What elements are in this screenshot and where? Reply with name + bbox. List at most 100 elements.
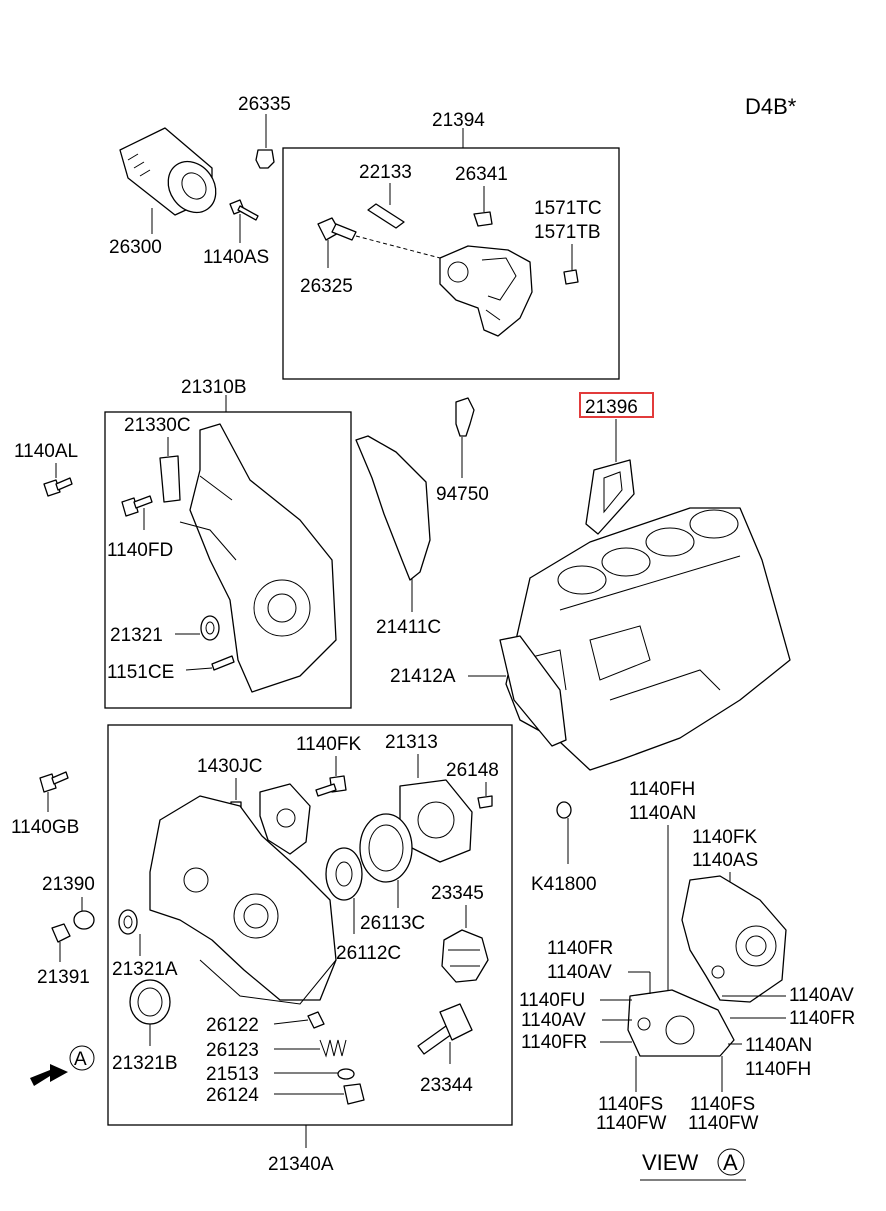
cylinder-block[interactable] <box>505 507 791 771</box>
label-26122: 26122 <box>206 1015 259 1036</box>
label-21513: 21513 <box>206 1064 259 1085</box>
label-21396[interactable]: 21396 <box>585 397 638 418</box>
label-26300: 26300 <box>109 237 162 258</box>
seal-21321[interactable] <box>200 615 220 641</box>
gear-23345[interactable] <box>441 929 489 983</box>
label-26123: 26123 <box>206 1040 259 1061</box>
label-view-1140FH-right: 1140FH <box>745 1059 811 1080</box>
view-letter-circle <box>717 1148 745 1176</box>
label-21321: 21321 <box>110 625 163 646</box>
label-view-1140FU: 1140FU <box>519 990 585 1011</box>
label-A: A <box>74 1049 87 1070</box>
bolt-26325[interactable] <box>317 217 357 241</box>
label-21391: 21391 <box>37 967 90 988</box>
plug-26341[interactable] <box>473 211 493 227</box>
gasket-21396[interactable] <box>585 459 635 535</box>
label-1140FD: 1140FD <box>107 540 173 561</box>
outer-rotor-26113c[interactable] <box>359 813 413 883</box>
plug-21391[interactable] <box>51 923 71 943</box>
label-21310B: 21310B <box>181 377 247 398</box>
label-1140AS: 1140AS <box>203 247 269 268</box>
view-a-marker <box>69 1045 95 1071</box>
label-view-1140FW-a: 1140FW <box>596 1113 666 1134</box>
view-a-front-case[interactable] <box>627 875 787 1057</box>
washer-21513[interactable] <box>337 1068 355 1080</box>
label-view-1140FH-top: 1140FH <box>629 779 695 800</box>
shaft-23344[interactable] <box>417 1003 473 1055</box>
timing-cover-21310b[interactable] <box>179 423 337 693</box>
gasket-21412a[interactable] <box>499 635 567 747</box>
bolt-1140fk[interactable] <box>315 775 347 797</box>
pin-22133[interactable] <box>367 203 405 229</box>
label-view-1140FS-b: 1140FS <box>690 1094 755 1115</box>
bolt-1140fd[interactable] <box>121 495 153 517</box>
inner-rotor-26112c[interactable] <box>325 847 363 901</box>
label-1571TC: 1571TC <box>534 198 602 219</box>
label-1151CE: 1151CE <box>107 662 174 683</box>
view-letter: A <box>723 1150 738 1175</box>
timing-cover-group-frame <box>104 411 352 709</box>
seal-21321a[interactable] <box>118 909 138 935</box>
oil-pump-group-frame <box>282 147 620 380</box>
label-21411C: 21411C <box>376 617 441 638</box>
highlight-frame <box>579 392 654 418</box>
o-ring-21390[interactable] <box>73 910 95 930</box>
label-1140GB: 1140GB <box>11 817 79 838</box>
front-case-body[interactable] <box>149 795 337 1005</box>
label-view-1140AV-left: 1140AV <box>547 962 612 983</box>
label-26341: 26341 <box>455 164 508 185</box>
spring-26123[interactable] <box>319 1039 347 1058</box>
front-case-group-frame <box>107 724 513 1126</box>
label-21330C: 21330C <box>124 415 191 436</box>
stud-1151ce[interactable] <box>211 655 235 671</box>
oil-pressure-switch[interactable] <box>255 149 275 169</box>
label-view-1140FS-a: 1140FS <box>598 1094 663 1115</box>
label-21390: 21390 <box>42 874 95 895</box>
oil-filter[interactable] <box>119 127 226 222</box>
label-view-1140AN-right: 1140AN <box>745 1035 812 1056</box>
label-21412A: 21412A <box>390 666 456 687</box>
label-21340A: 21340A <box>268 1154 334 1175</box>
cover-plate[interactable] <box>259 783 311 855</box>
label-23344: 23344 <box>420 1075 473 1096</box>
label-view-1140AN-top: 1140AN <box>629 803 696 824</box>
label-view-1140FR-left2: 1140FR <box>521 1032 587 1053</box>
engine-code: D4B* <box>745 94 797 119</box>
view-a-arrow <box>30 1064 68 1086</box>
gasket-21411c[interactable] <box>355 435 431 581</box>
label-K41800: K41800 <box>531 874 597 895</box>
view-label: VIEW <box>642 1150 698 1175</box>
label-94750: 94750 <box>436 484 489 505</box>
label-26112C: 26112C <box>336 943 401 964</box>
label-1571TB: 1571TB <box>534 222 601 243</box>
label-23345: 23345 <box>431 883 484 904</box>
screw-26148[interactable] <box>477 795 493 809</box>
label-21313: 21313 <box>385 732 438 753</box>
bolt-1140as[interactable] <box>229 199 259 221</box>
label-22133: 22133 <box>359 162 412 183</box>
seal-21321b[interactable] <box>129 979 171 1025</box>
label-1140FK: 1140FK <box>296 734 361 755</box>
label-26124: 26124 <box>206 1085 259 1106</box>
plug-26122[interactable] <box>307 1011 325 1029</box>
label-1140AL: 1140AL <box>14 441 78 462</box>
oil-pump-body[interactable] <box>439 245 533 337</box>
bolt-1140gb[interactable] <box>39 771 69 793</box>
sensor-94750[interactable] <box>455 397 475 437</box>
label-1430JC: 1430JC <box>197 756 263 777</box>
bracket-21330c[interactable] <box>159 455 181 503</box>
label-view-1140FW-b: 1140FW <box>688 1113 758 1134</box>
seal-k41800[interactable] <box>556 801 572 819</box>
label-view-1140AV-right: 1140AV <box>789 985 854 1006</box>
label-21321A: 21321A <box>112 959 178 980</box>
bolt-1140al[interactable] <box>43 477 73 497</box>
label-26113C: 26113C <box>360 913 425 934</box>
label-view-1140FR-left: 1140FR <box>547 938 613 959</box>
plug-1571[interactable] <box>563 269 579 285</box>
label-21321B: 21321B <box>112 1053 178 1074</box>
plug-26124[interactable] <box>343 1083 365 1105</box>
label-26325: 26325 <box>300 276 353 297</box>
label-view-1140AV-left2: 1140AV <box>521 1010 586 1031</box>
label-view-1140FK: 1140FK <box>692 827 757 848</box>
